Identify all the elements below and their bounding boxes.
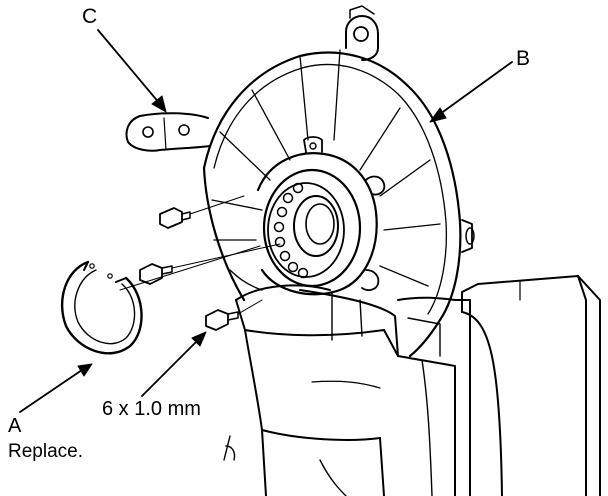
- leader-b: [429, 61, 513, 123]
- snap-ring: [60, 245, 261, 355]
- wheel-bearing: [262, 168, 362, 288]
- bolt-lower: [205, 299, 263, 331]
- hub-flange: [256, 136, 475, 296]
- leader-a: [19, 363, 93, 413]
- leader-spec: [141, 331, 207, 397]
- vise-block: [454, 275, 601, 496]
- knuckle: [125, 5, 379, 152]
- leader-c: [97, 29, 167, 113]
- bolt-size-label: 6 x 1.0 mm: [102, 398, 201, 420]
- bolt-middle: [139, 243, 281, 285]
- callout-letter-c: C: [82, 5, 98, 28]
- callout-letter-b: B: [516, 47, 531, 70]
- bolt-upper: [159, 195, 245, 229]
- splash-shield: [202, 49, 462, 358]
- callout-letter-a: A: [8, 415, 22, 437]
- callout-note-replace: Replace.: [8, 441, 83, 462]
- vise-jaws: [223, 284, 456, 496]
